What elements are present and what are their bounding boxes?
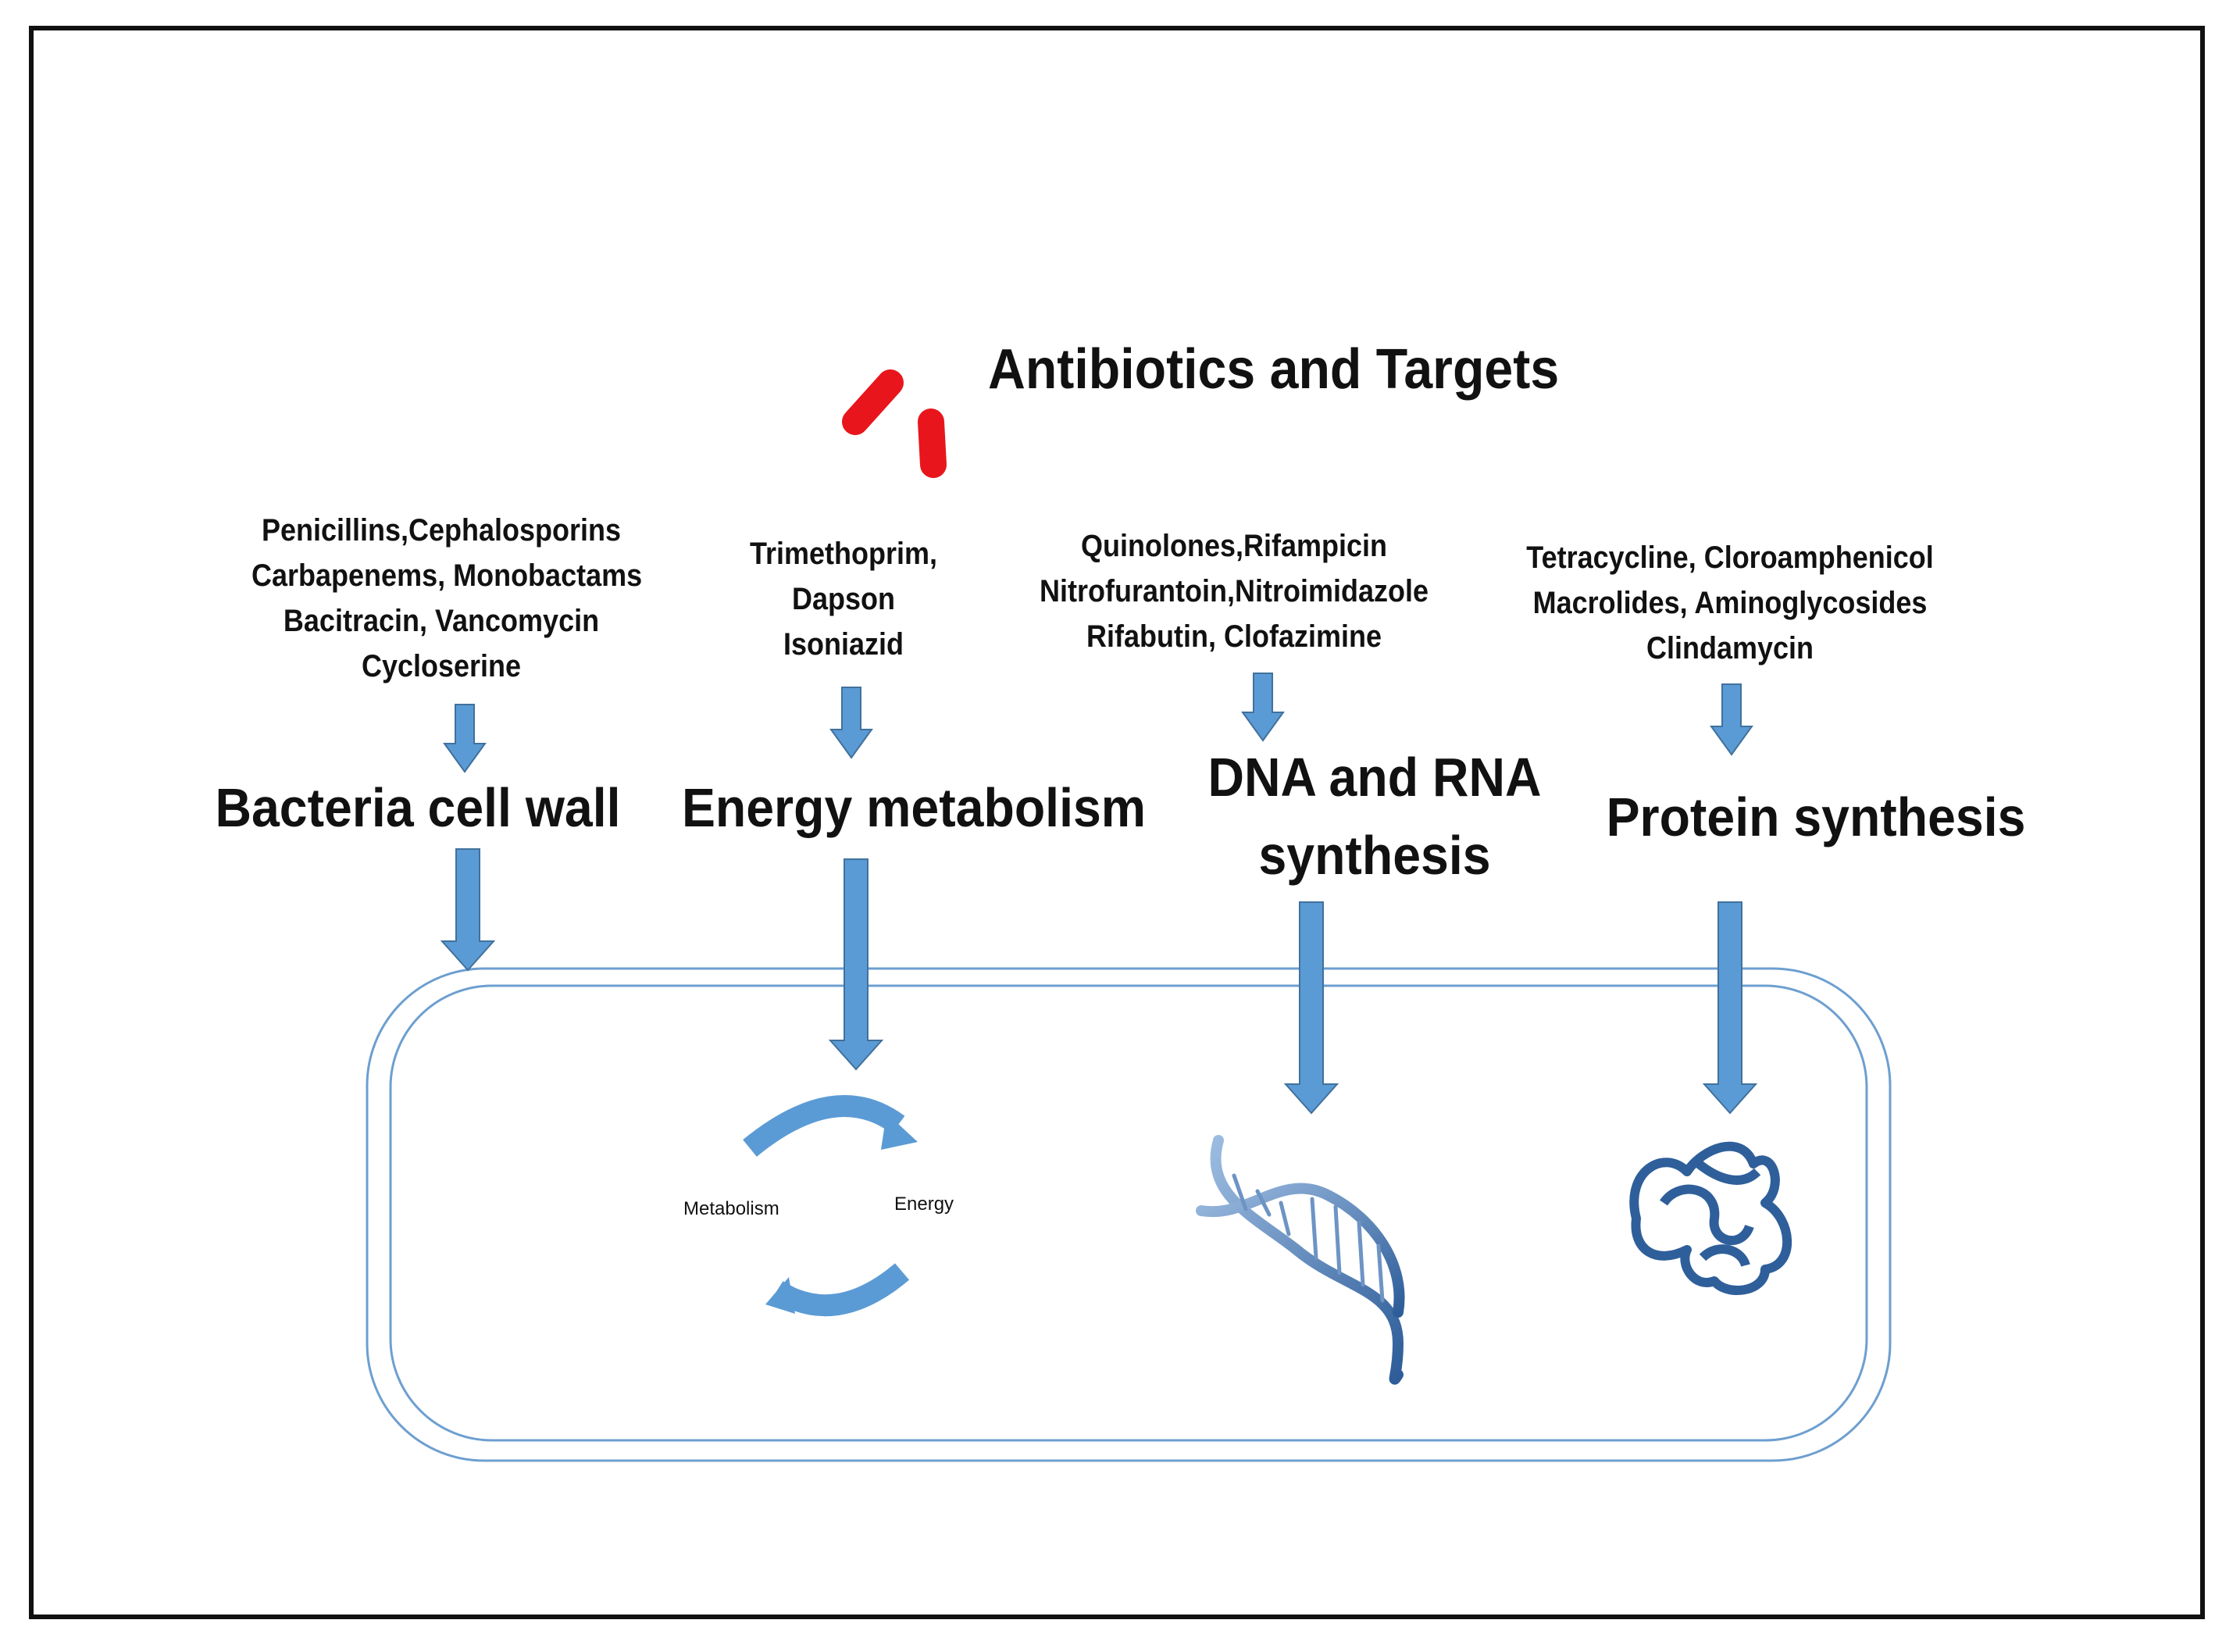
target-protein-synthesis: Protein synthesis xyxy=(1606,787,2026,847)
arrow-down-icon xyxy=(440,848,496,972)
drug-line: Dapson xyxy=(791,582,896,616)
arrow-down-icon xyxy=(1710,683,1753,756)
arrow-down-icon xyxy=(1702,901,1758,1115)
bacteria-cell-inner xyxy=(389,984,1868,1442)
drug-list-cell-wall: Penicillins,Cephalosporins Carbapenems, … xyxy=(251,508,643,689)
drug-line: Macrolides, Aminoglycosides xyxy=(1532,586,1928,620)
protein-icon xyxy=(1629,1141,1792,1295)
drug-line: Cycloserine xyxy=(361,649,522,683)
drug-line: Clindamycin xyxy=(1646,631,1814,665)
target-cell-wall: Bacteria cell wall xyxy=(215,777,621,838)
figure-frame xyxy=(29,26,2205,1619)
drug-line: Penicillins,Cephalosporins xyxy=(261,513,622,548)
target-energy-metabolism: Energy metabolism xyxy=(681,777,1147,838)
drug-line: Isoniazid xyxy=(783,627,904,662)
drug-line: Bacitracin, Vancomycin xyxy=(283,604,600,638)
drug-line: Trimethoprim, xyxy=(749,537,938,571)
drug-list-dna-rna: Quinolones,Rifampicin Nitrofurantoin,Nit… xyxy=(1037,523,1431,659)
drug-line: Carbapenems, Monobactams xyxy=(251,558,643,593)
energy-label: Energy xyxy=(894,1194,954,1215)
drug-line: Tetracycline, Cloroamphenicol xyxy=(1526,541,1934,575)
bacteria-cell-outer xyxy=(366,967,1892,1462)
diagram-title: Antibiotics and Targets xyxy=(988,338,1560,401)
metabolism-cycle-icon xyxy=(743,1095,918,1317)
arrow-down-icon xyxy=(1241,673,1285,742)
arrow-down-icon xyxy=(1283,901,1339,1115)
arrow-down-icon xyxy=(443,704,487,773)
arrow-down-icon xyxy=(828,858,884,1071)
drug-line: Nitrofurantoin,Nitroimidazole xyxy=(1039,574,1429,608)
target-line: synthesis xyxy=(1258,825,1491,886)
metabolism-label: Metabolism xyxy=(683,1198,779,1219)
drug-list-energy: Trimethoprim, Dapson Isoniazid xyxy=(735,531,953,667)
dna-helix-icon xyxy=(1196,1135,1405,1385)
arrow-down-icon xyxy=(829,687,873,759)
drug-list-protein: Tetracycline, Cloroamphenicol Macrolides… xyxy=(1519,535,1941,671)
drug-line: Rifabutin, Clofazimine xyxy=(1086,619,1382,654)
target-dna-rna-synthesis: DNA and RNA synthesis xyxy=(1195,738,1554,894)
target-line: DNA and RNA xyxy=(1207,747,1542,808)
drug-line: Quinolones,Rifampicin xyxy=(1080,529,1388,563)
